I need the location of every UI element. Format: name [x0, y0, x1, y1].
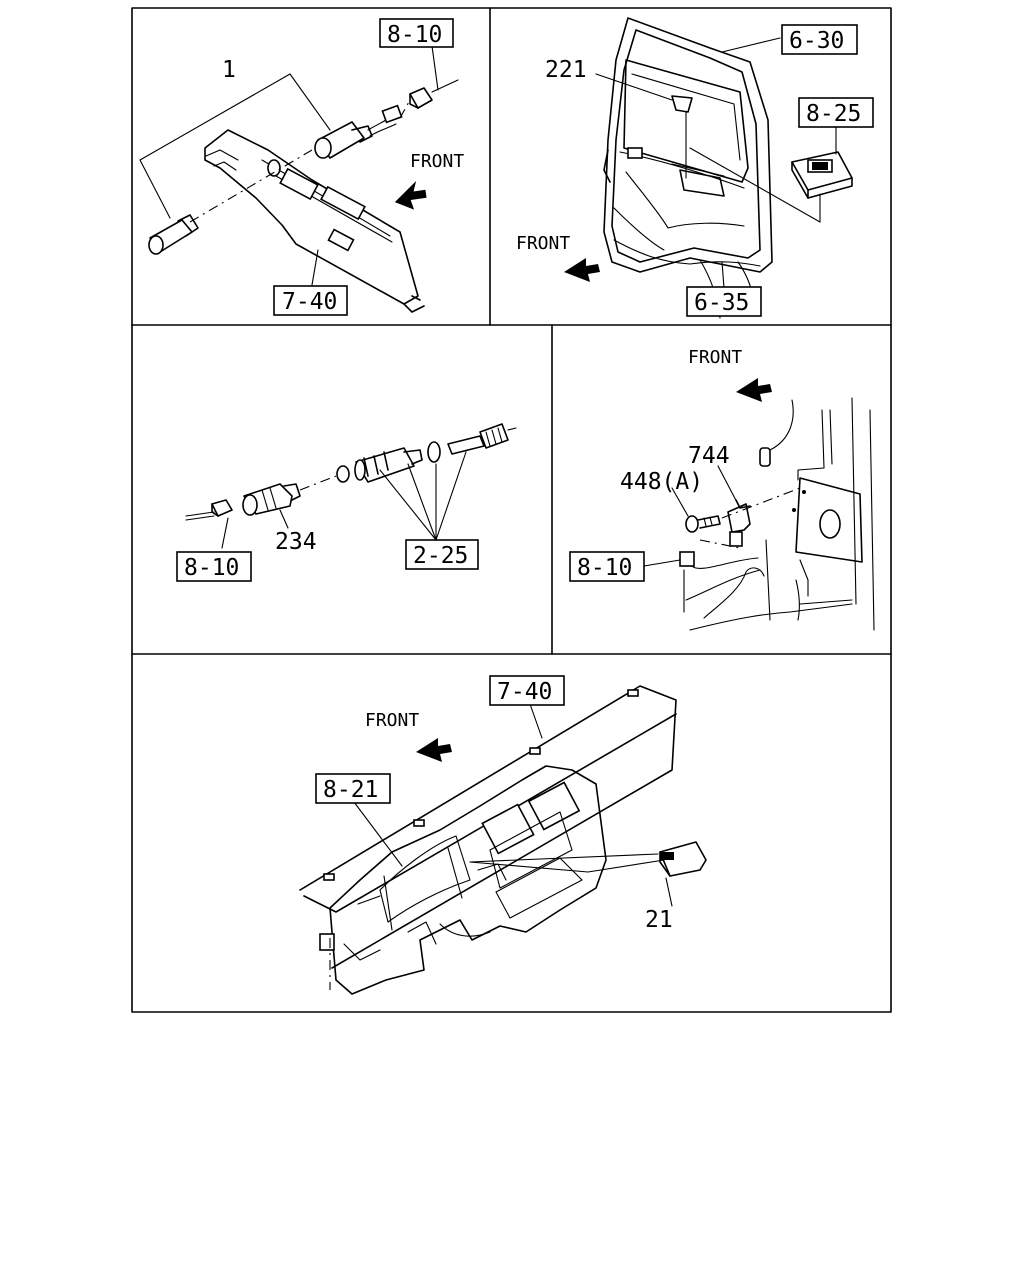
callout-lines	[221, 451, 467, 549]
sensor-234-illustration	[242, 483, 301, 516]
connector-illustration	[409, 79, 459, 109]
panel-top-left: FRONT 1 8-10 7-40	[139, 18, 464, 316]
reference-8-10: 8-10	[387, 22, 442, 48]
panel-middle-right: FRONT	[569, 347, 875, 631]
leader-line	[299, 475, 337, 491]
part-number-21: 21	[645, 907, 673, 933]
reference-8-25: 8-25	[806, 101, 861, 127]
callout-lines	[139, 45, 439, 286]
callout-lines	[595, 37, 837, 289]
front-arrow	[394, 181, 427, 210]
drive-shaft-illustration	[447, 423, 517, 455]
reference-8-21: 8-21	[323, 777, 378, 803]
reference-box-frame	[798, 97, 874, 128]
panel-bottom: FRONT	[299, 675, 707, 995]
reference-box-frame	[176, 551, 252, 582]
front-label: FRONT	[516, 233, 570, 254]
reference-8-10: 8-10	[184, 555, 239, 581]
front-arrow	[564, 258, 600, 282]
reference-box-frame	[379, 18, 454, 48]
o-ring-illustration	[427, 441, 441, 463]
part-number-744: 744	[688, 443, 730, 469]
reference-6-30: 6-30	[789, 28, 844, 54]
front-label: FRONT	[410, 151, 464, 172]
adapter-illustration	[336, 447, 423, 483]
door-illustration	[603, 17, 773, 319]
callout-lines	[643, 465, 801, 567]
reference-box-frame	[569, 551, 645, 582]
connector-illustration	[185, 499, 233, 521]
reference-box-frame	[489, 675, 565, 706]
panel-top-right: FRONT 221 6-30 8-25 6-35	[516, 17, 874, 319]
panel-middle-left: 234 8-10 2-25	[176, 423, 517, 582]
bolt-illustration	[685, 515, 721, 533]
front-label: FRONT	[365, 710, 419, 731]
socket-body-illustration	[148, 214, 199, 255]
panel-trim-illustration	[204, 129, 425, 313]
reference-6-35: 6-35	[694, 290, 749, 316]
reference-7-40: 7-40	[282, 289, 337, 315]
reference-8-10: 8-10	[577, 555, 632, 581]
leader-line	[189, 149, 313, 223]
part-number-221: 221	[545, 57, 587, 83]
part-number-1: 1	[222, 57, 236, 83]
reference-7-40: 7-40	[497, 679, 552, 705]
callout-lines	[329, 703, 673, 990]
reference-box-frame	[686, 286, 762, 317]
front-label: FRONT	[688, 347, 742, 368]
front-arrow	[736, 378, 772, 402]
reference-box-frame	[405, 539, 479, 570]
panel-frames	[131, 7, 892, 1013]
body-pillar-illustration	[683, 397, 875, 631]
reference-box-frame	[315, 773, 391, 804]
switch-illustration	[791, 151, 853, 199]
front-arrow	[416, 738, 452, 762]
connector-illustration	[679, 551, 695, 567]
reference-box-frame	[781, 24, 858, 55]
plug-illustration	[314, 104, 403, 159]
reference-box-frame	[273, 285, 348, 316]
part-number-234: 234	[275, 529, 317, 555]
leader-line	[399, 99, 411, 119]
switch-21-illustration	[659, 841, 707, 877]
reference-2-25: 2-25	[413, 543, 468, 569]
part-number-448a: 448(A)	[620, 469, 703, 495]
dashboard-illustration	[299, 685, 677, 995]
